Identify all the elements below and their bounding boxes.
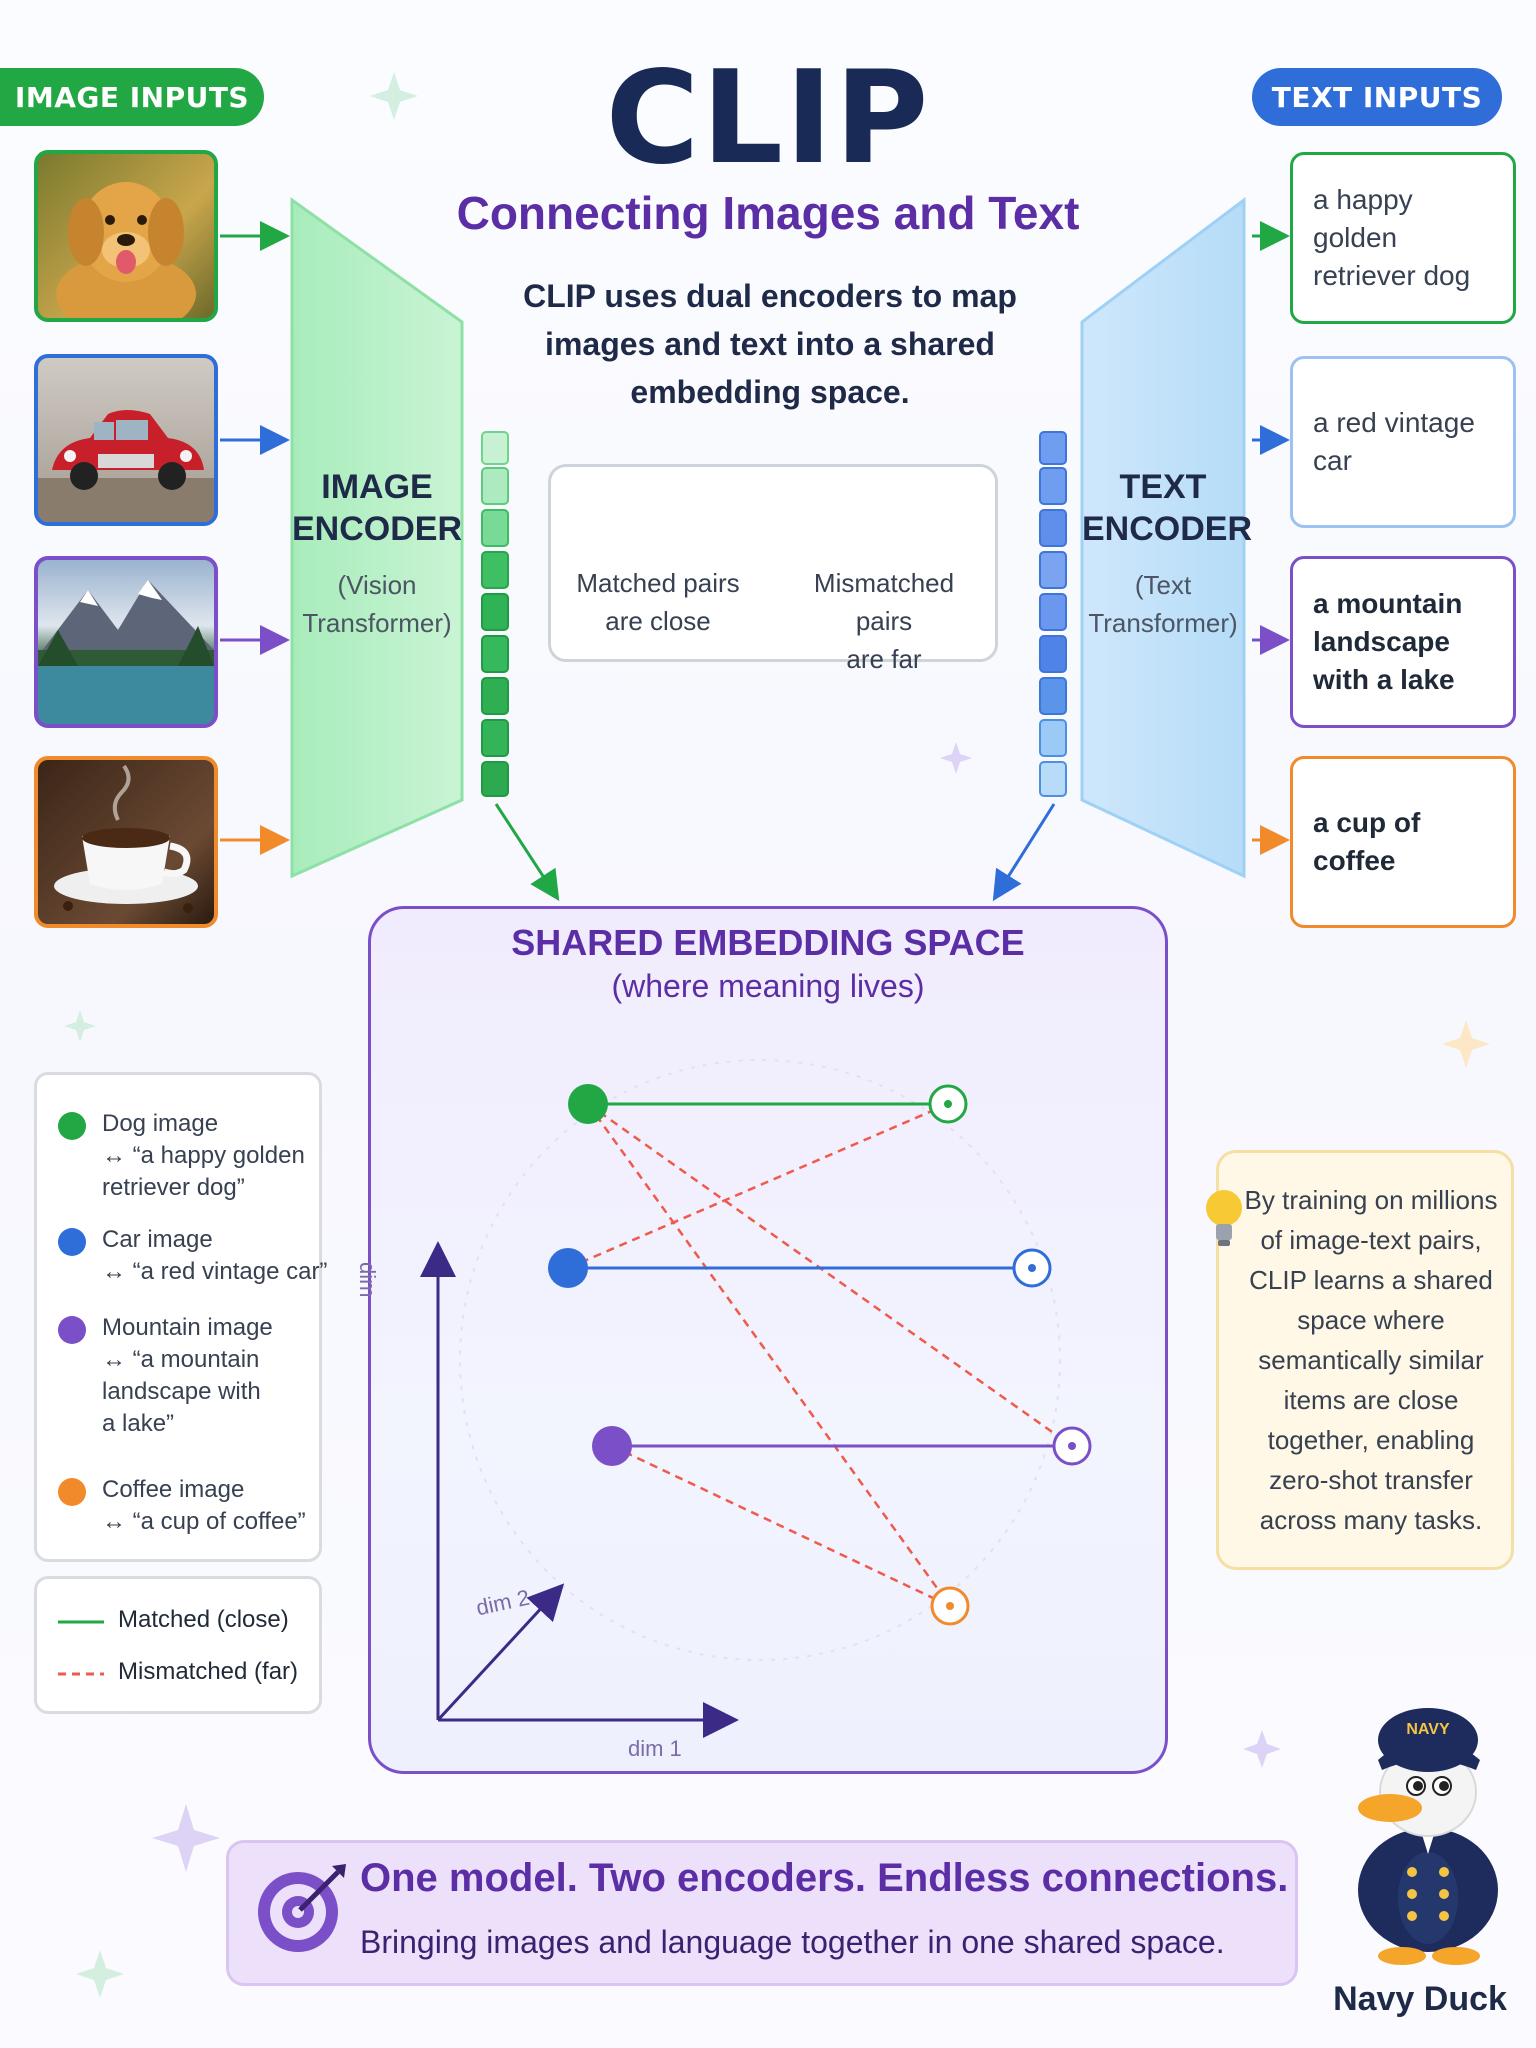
shared-embedding-space — [368, 906, 1168, 1774]
shared-space-subtitle: (where meaning lives) — [611, 968, 925, 1004]
text-input-car: a red vintage car — [1290, 356, 1516, 528]
dog-key-dot — [58, 1112, 86, 1140]
matched-key-label: Matched (close) — [118, 1606, 289, 1633]
text-input-coffee: a cup of coffee — [1290, 756, 1516, 928]
image-inputs-label: IMAGE INPUTS — [0, 68, 264, 126]
line-key-box — [34, 1576, 322, 1714]
text-embedding-vector — [1039, 431, 1067, 797]
navy-duck-mascot: NAVY — [1358, 1708, 1498, 1965]
mismatched-key-label: Mismatched (far) — [118, 1658, 299, 1685]
dog-image — [34, 150, 218, 322]
cap-text: NAVY — [1406, 1721, 1450, 1738]
key-item-coffee: Coffee image↔ “a cup of coffee” — [102, 1476, 306, 1535]
text-encoder-label: TEXT ENCODER (Text Transformer) — [1082, 468, 1253, 638]
car-key-dot — [58, 1228, 86, 1256]
target-icon — [258, 1864, 346, 1952]
tagline-subline: Bringing images and language together in… — [360, 1924, 1225, 1960]
coffee-key-dot — [58, 1478, 86, 1506]
mascot-name: Navy Duck — [1333, 1980, 1507, 2018]
text-input-mountain: a mountain landscape with a lake — [1290, 556, 1516, 728]
tagline-banner — [226, 1840, 1298, 1986]
page-subtitle: Connecting Images and Text — [456, 187, 1080, 239]
line-key-marks — [58, 1620, 104, 1676]
axis-dim1-label: dim 1 — [628, 1736, 682, 1761]
pair-key-box — [34, 1072, 322, 1562]
mountain-key-dot — [58, 1316, 86, 1344]
page-description: CLIP uses dual encoders to map images an… — [523, 278, 1017, 410]
mountain-image — [34, 556, 218, 728]
text-inputs-label: TEXT INPUTS — [1252, 68, 1502, 126]
text-encoder-block — [1080, 196, 1246, 879]
image-embedding-vector — [481, 431, 509, 797]
shared-space-title: SHARED EMBEDDING SPACE — [511, 922, 1025, 963]
insight-note-text: By training on millions of image-text pa… — [1244, 1185, 1498, 1535]
coffee-image — [34, 756, 218, 928]
sparkle-icon — [64, 72, 418, 1998]
page-title: CLIP — [605, 44, 931, 193]
tagline-headline: One model. Two encoders. Endless connect… — [360, 1856, 1289, 1900]
axis-dim-label: dim — [355, 1262, 380, 1298]
key-item-car: Car image↔ “a red vintage car” — [102, 1226, 328, 1285]
text-input-dog: a happy golden retriever dog — [1290, 152, 1516, 324]
pair-legend-card — [548, 464, 998, 662]
car-image — [34, 354, 218, 526]
image-encoder-block — [290, 197, 464, 879]
lightbulb-icon — [1206, 1190, 1242, 1246]
insight-note — [1216, 1150, 1514, 1570]
image-encoder-label: IMAGE ENCODER (Vision Transformer) — [292, 468, 463, 638]
